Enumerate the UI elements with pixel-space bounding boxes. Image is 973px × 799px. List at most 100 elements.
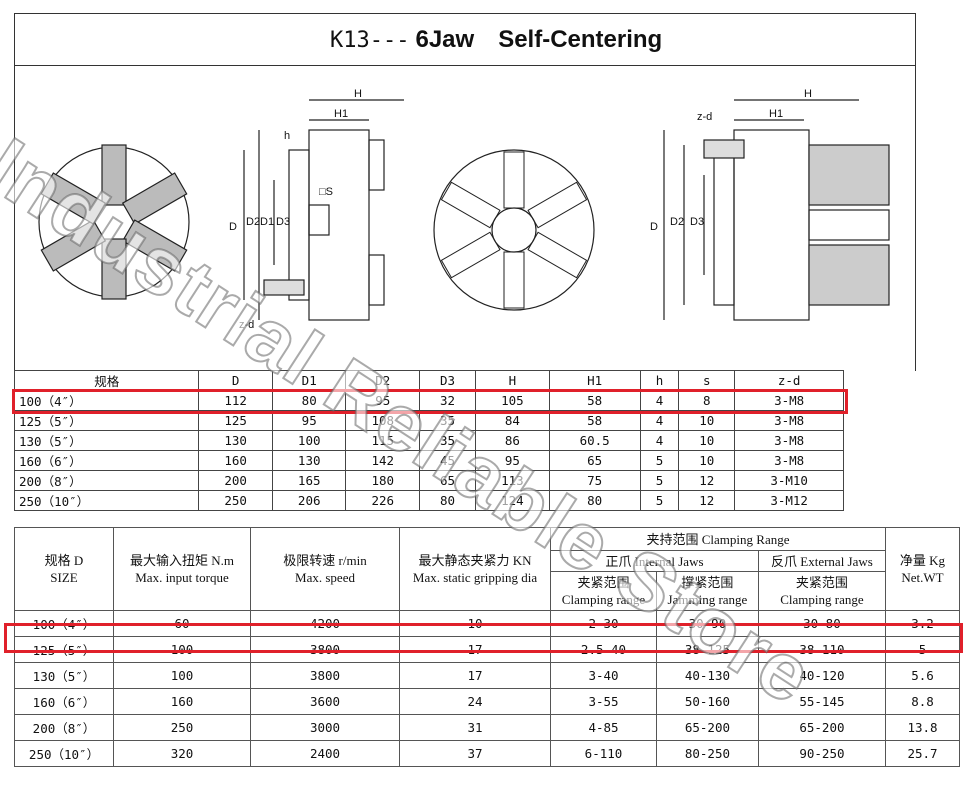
table-cell: 31 [399,714,551,741]
table-cell: 206 [271,490,347,511]
table-cell: 6-110 [550,740,657,767]
table-cell: 45 [419,450,477,471]
table-cell: 130 [271,450,347,471]
table-cell: 100 [113,636,251,663]
highlight-row-table1 [12,389,848,414]
table-cell: 3000 [250,714,400,741]
dim-h-label: H [354,88,362,100]
table-cell: 250 [198,490,273,511]
col-s: s [678,370,736,391]
col-internal-jaws: 正爪 Internal Jaws [550,550,759,572]
table-cell: 200（8″） [14,714,114,741]
table-cell: 142 [345,450,421,471]
table-cell: 165 [271,470,347,491]
table-cell: 3-M8 [734,430,844,451]
dim-d2-label-2: D2 [670,216,684,228]
col-d: D [198,370,273,391]
table-cell: 80 [419,490,477,511]
dim-h1-label: H1 [334,108,348,120]
title-frame [14,13,916,66]
table-cell: 160（6″） [13,450,200,471]
dim-zd-label-2: z-d [697,111,712,123]
dim-d-label: D [229,221,237,233]
table-cell: 40-120 [757,662,887,689]
table-cell: 5 [885,636,960,663]
table-cell: 130 [198,430,273,451]
table-cell: 12 [678,470,736,491]
table-cell: 32 [419,390,477,411]
table-cell: 130（5″） [13,430,200,451]
table-cell: 17 [399,636,551,663]
table-cell: 113 [475,470,550,491]
table-cell: 200 [198,470,273,491]
table-cell: 3-55 [550,688,657,715]
table-cell: 80 [548,490,641,511]
table-cell: 90-250 [757,740,887,767]
table-cell: 35 [419,430,477,451]
table-cell: 65 [548,450,641,471]
dim-d2-label: D2 [246,216,260,228]
table-cell: 320 [113,740,251,767]
table-cell: 226 [345,490,421,511]
table-cell: 108 [345,410,421,431]
table-cell: 13.8 [885,714,960,741]
table-cell: 160 [198,450,273,471]
dim-zd-label: z-d [239,319,254,331]
table-cell: 160（6″） [14,688,114,715]
table-cell: 10 [678,450,736,471]
table-cell: 3600 [250,688,400,715]
table-cell: 250 [113,714,251,741]
table-cell: 160 [113,688,251,715]
dim-h1-label-2: H1 [769,108,783,120]
table-cell: 65-200 [757,714,887,741]
table-cell: 5.6 [885,662,960,689]
table-cell: 95 [475,450,550,471]
table-cell: 3-40 [550,662,657,689]
table-cell: 250（10″） [14,740,114,767]
table-cell: 4 [639,430,680,451]
table-cell: 250（10″） [13,490,200,511]
side-section-view [243,99,404,321]
table-cell: 5 [639,470,680,491]
dim-d-label-2: D [650,221,658,233]
col-zd: z-d [734,370,844,391]
col-d3: D3 [419,370,477,391]
table-cell: 2.5-40 [550,636,657,663]
col-clamping-range: 夹持范围 Clamping Range [550,527,886,551]
table-header-row: 规格 D D1 D2 D3 H H1 h s z-d [13,370,844,391]
front-view-jaws [38,144,190,300]
table-cell: 40-130 [656,662,759,689]
dim-s-label: □S [319,186,333,198]
col-d2: D2 [345,370,421,391]
table-cell: 180 [345,470,421,491]
table-cell: 12 [678,490,736,511]
dim-small-h-label: h [284,130,290,142]
table-cell: 5 [639,490,680,511]
face-view-slots [433,149,595,311]
table-cell: 200（8″） [13,470,200,491]
col-h1: H1 [548,370,641,391]
dim-d3-label: D3 [276,216,290,228]
table-cell: 3-M8 [734,450,844,471]
col-spec: 规格 [13,370,200,391]
dim-h-label-2: H [804,88,812,100]
table-cell: 55-145 [757,688,887,715]
table-cell: 2400 [250,740,400,767]
table-cell: 124 [475,490,550,511]
highlight-row-table2 [4,623,963,653]
